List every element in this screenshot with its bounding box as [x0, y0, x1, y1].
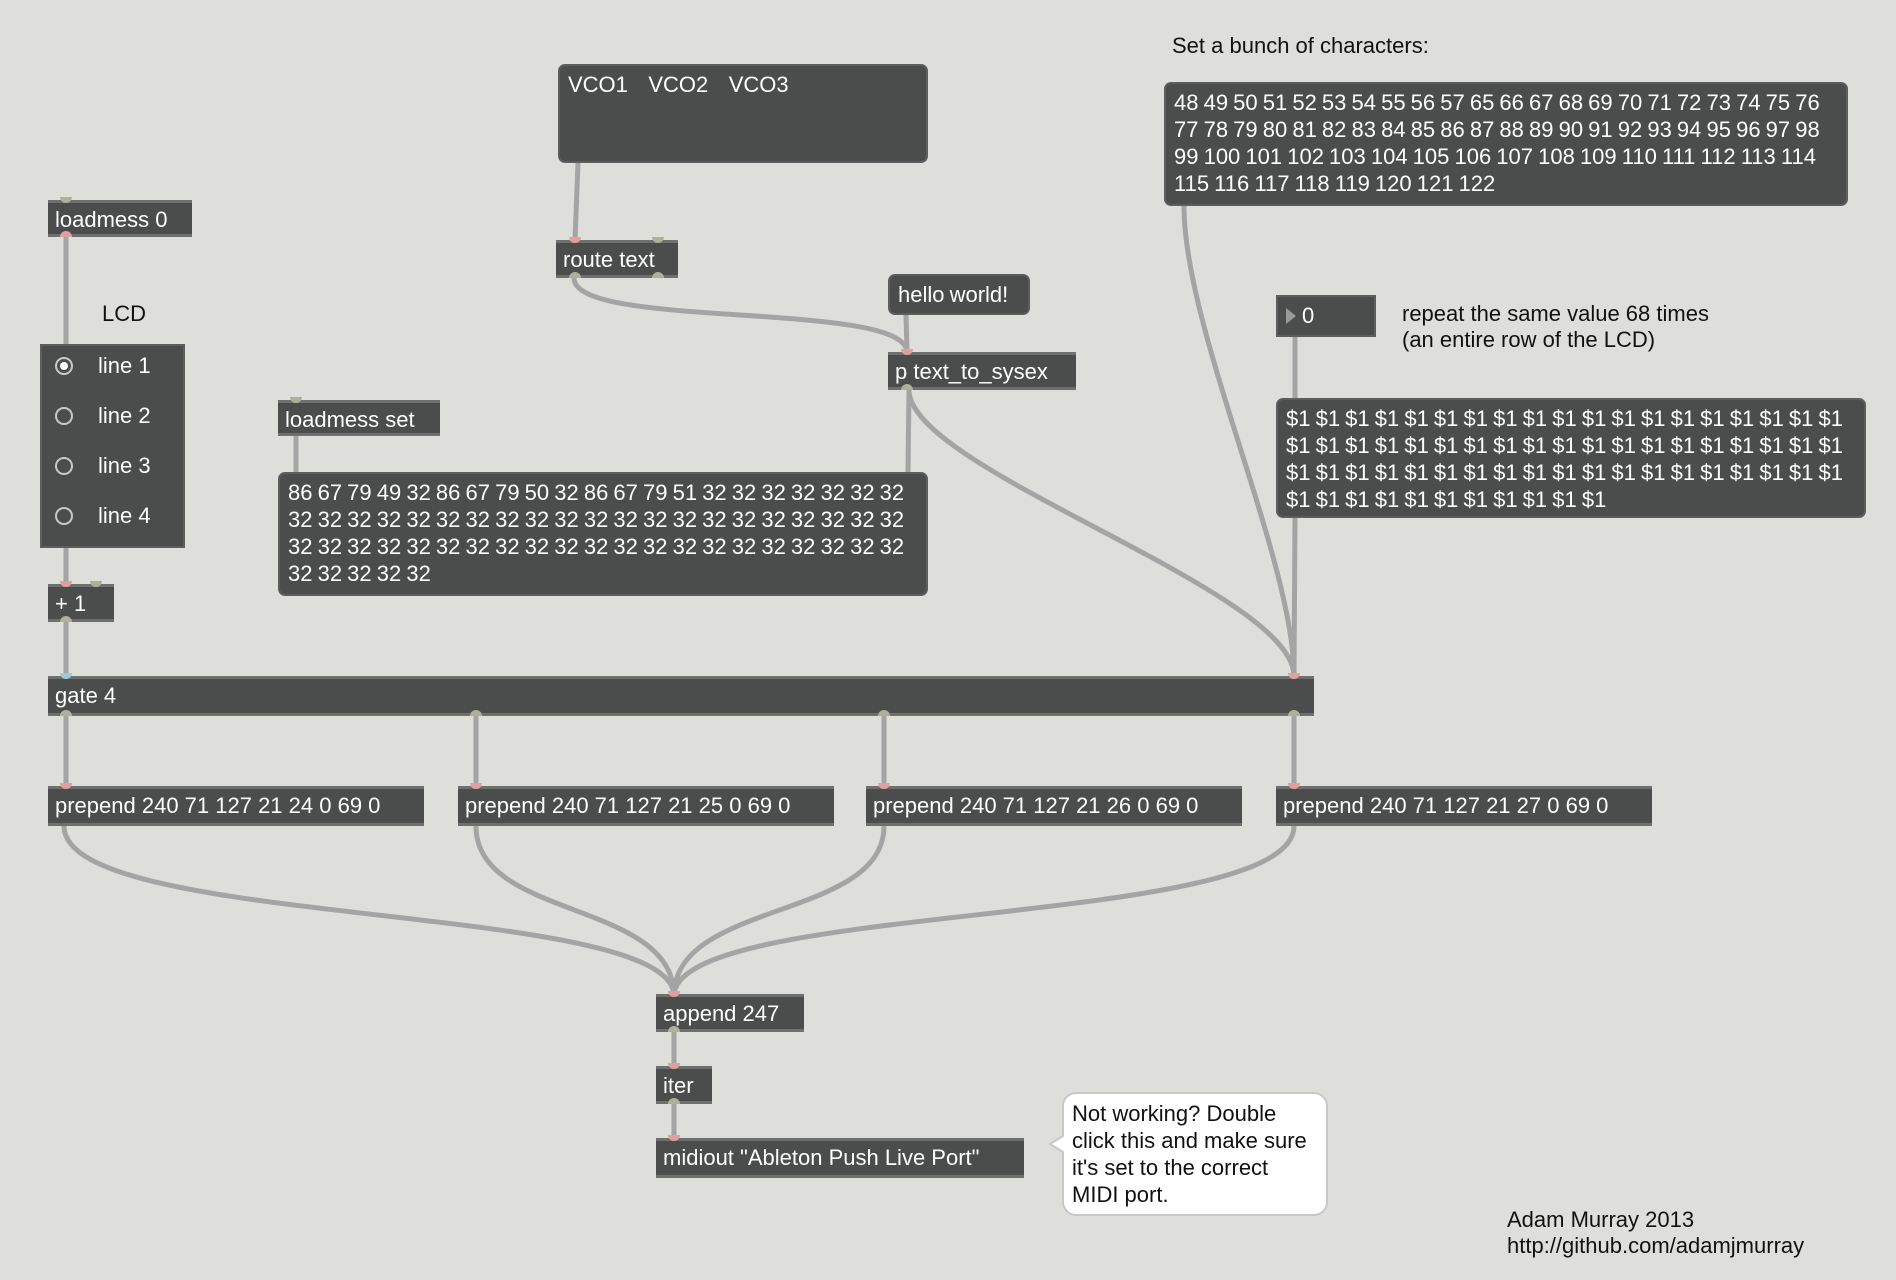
- author-label: Adam Murray 2013: [1507, 1207, 1695, 1232]
- radio-unselected-icon: [55, 457, 73, 475]
- vco-message[interactable]: VCO1 VCO2 VCO3: [558, 64, 928, 163]
- radio-item-line-4[interactable]: line 4: [48, 496, 178, 536]
- inlet-port: [668, 991, 680, 997]
- cord-prepend4-to-append: [671, 823, 1297, 999]
- outlet-port: [569, 272, 581, 278]
- inlet-port: [652, 237, 664, 243]
- append-247-object[interactable]: append 247: [656, 994, 804, 1032]
- inlet-port: [60, 673, 72, 679]
- outlet-port: [668, 1098, 680, 1104]
- sysex-values-message[interactable]: 86 67 79 49 32 86 67 79 50 32 86 67 79 5…: [278, 472, 928, 596]
- repeat-label-line2: (an entire row of the LCD): [1402, 327, 1656, 352]
- lcd-label: LCD: [102, 301, 147, 326]
- characters-message[interactable]: 48 49 50 51 52 53 54 55 56 57 65 66 67 6…: [1164, 82, 1848, 206]
- inlet-port: [60, 197, 72, 203]
- outlet-port: [60, 710, 72, 716]
- route-text-object[interactable]: route text: [556, 240, 678, 278]
- outlet-port: [60, 616, 72, 622]
- radio-unselected-icon: [55, 507, 73, 525]
- inlet-port: [90, 581, 102, 587]
- radio-item-label: line 1: [98, 353, 151, 378]
- inlet-port: [1288, 673, 1300, 679]
- number-box[interactable]: 0: [1276, 295, 1376, 337]
- cord-route-to-sysex: [571, 275, 910, 355]
- url-label: http://github.com/adamjmurray: [1507, 1233, 1805, 1258]
- radio-item-line-2[interactable]: line 2: [48, 396, 178, 436]
- inlet-port: [290, 397, 302, 403]
- number-value: 0: [1302, 303, 1315, 328]
- outlet-port: [878, 710, 890, 716]
- number-triangle-icon: [1286, 308, 1296, 324]
- prepend-line4-object[interactable]: prepend 240 71 127 21 27 0 69 0: [1276, 786, 1652, 826]
- inlet-port: [60, 581, 72, 587]
- cord-sysex-to-gate: [906, 387, 1297, 679]
- cord-prepend3-to-append: [671, 823, 887, 999]
- inlet-port: [470, 783, 482, 789]
- midi-port-help-comment[interactable]: Not working? Double click this and make …: [1048, 1092, 1328, 1216]
- inlet-port: [569, 237, 581, 243]
- iter-object[interactable]: iter: [656, 1066, 712, 1104]
- outlet-port: [901, 384, 913, 390]
- text-to-sysex-object[interactable]: p text_to_sysex: [888, 352, 1076, 390]
- outlet-port: [60, 231, 72, 237]
- prepend-line2-object[interactable]: prepend 240 71 127 21 25 0 69 0: [458, 786, 834, 826]
- radio-selected-icon: [55, 357, 73, 375]
- outlet-port: [652, 272, 664, 278]
- lcd-line-radiogroup[interactable]: line 1 line 2 line 3 line 4: [40, 344, 185, 548]
- cord-dollar-to-gate: [1291, 515, 1298, 679]
- midiout-object[interactable]: midiout "Ableton Push Live Port": [656, 1138, 1024, 1178]
- cord-sysex-to-values: [905, 387, 912, 475]
- radio-item-line-3[interactable]: line 3: [48, 446, 178, 486]
- gate-4-object[interactable]: gate 4: [48, 676, 1314, 716]
- outlet-port: [1288, 710, 1300, 716]
- hello-world-message[interactable]: hello world!: [888, 274, 1030, 315]
- cord-vco-to-route: [572, 160, 581, 243]
- cord-prepend2-to-append: [473, 823, 677, 999]
- cord-hello-to-sysex: [903, 312, 910, 355]
- inlet-port: [668, 1135, 680, 1141]
- inlet-port: [60, 783, 72, 789]
- set-characters-label: Set a bunch of characters:: [1172, 33, 1429, 58]
- radio-item-line-1[interactable]: line 1: [48, 346, 178, 386]
- inlet-port: [1288, 783, 1300, 789]
- outlet-port: [470, 710, 482, 716]
- radio-item-label: line 4: [98, 503, 151, 528]
- cord-chars-to-gate: [1181, 203, 1297, 679]
- radio-unselected-icon: [55, 407, 73, 425]
- outlet-port: [668, 1026, 680, 1032]
- cord-prepend1-to-append: [61, 823, 677, 999]
- radio-item-label: line 3: [98, 453, 151, 478]
- prepend-line1-object[interactable]: prepend 240 71 127 21 24 0 69 0: [48, 786, 424, 826]
- prepend-line3-object[interactable]: prepend 240 71 127 21 26 0 69 0: [866, 786, 1242, 826]
- loadmess-set-object[interactable]: loadmess set: [278, 400, 440, 436]
- inlet-port: [901, 349, 913, 355]
- inlet-port: [878, 783, 890, 789]
- loadmess-0-object[interactable]: loadmess 0: [48, 200, 192, 237]
- repeat-dollar-message[interactable]: $1 $1 $1 $1 $1 $1 $1 $1 $1 $1 $1 $1 $1 $…: [1276, 398, 1866, 518]
- plus-1-object[interactable]: + 1: [48, 584, 114, 622]
- inlet-port: [668, 1063, 680, 1069]
- radio-item-label: line 2: [98, 403, 151, 428]
- repeat-label-line1: repeat the same value 68 times: [1402, 301, 1709, 326]
